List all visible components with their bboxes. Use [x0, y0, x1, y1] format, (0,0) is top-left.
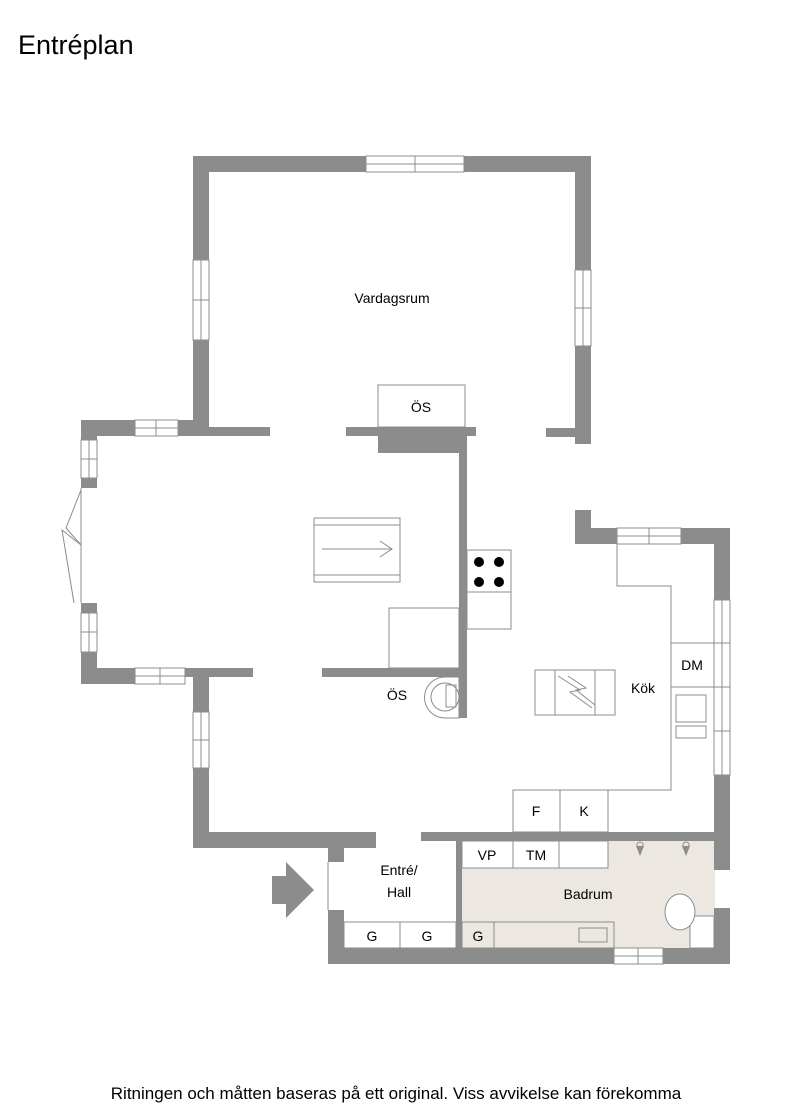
page-title: Entréplan — [18, 30, 134, 60]
fixture-label-g2: G — [422, 928, 433, 944]
fireplace-top — [377, 384, 466, 428]
fixture-label-g3: G — [473, 928, 484, 944]
fixture-label-g1: G — [367, 928, 378, 944]
stairs — [313, 517, 401, 583]
fixtures — [313, 384, 715, 949]
room-label-vardagsrum: Vardagsrum — [354, 290, 429, 306]
room-label-badrum: Badrum — [563, 886, 612, 902]
room-label-entre-line2: Hall — [387, 884, 411, 900]
sink-icon — [636, 841, 690, 856]
fixture-label-vp: VP — [478, 847, 497, 863]
fixture-label-tm: TM — [526, 847, 546, 863]
fixture-label-dm: DM — [681, 657, 703, 673]
fixture-label-os-bottom: ÖS — [387, 686, 407, 703]
room-label-entre-line1: Entré/ — [380, 862, 417, 878]
fixture-label-k: K — [579, 803, 589, 819]
burner-icon — [474, 557, 484, 567]
stove — [466, 549, 512, 593]
kitchen-island — [534, 669, 616, 716]
fixture-label-os-top: ÖS — [411, 398, 431, 415]
entrance-arrow-icon — [272, 862, 314, 918]
bathroom-floor-upper — [608, 841, 715, 869]
fixture-label-f: F — [532, 803, 541, 819]
room-label-kok: Kök — [631, 680, 656, 696]
toilet-icon — [664, 893, 715, 949]
windows — [61, 155, 731, 965]
walls — [81, 156, 730, 964]
disclaimer: Ritningen och måtten baseras på ett orig… — [110, 1084, 682, 1103]
